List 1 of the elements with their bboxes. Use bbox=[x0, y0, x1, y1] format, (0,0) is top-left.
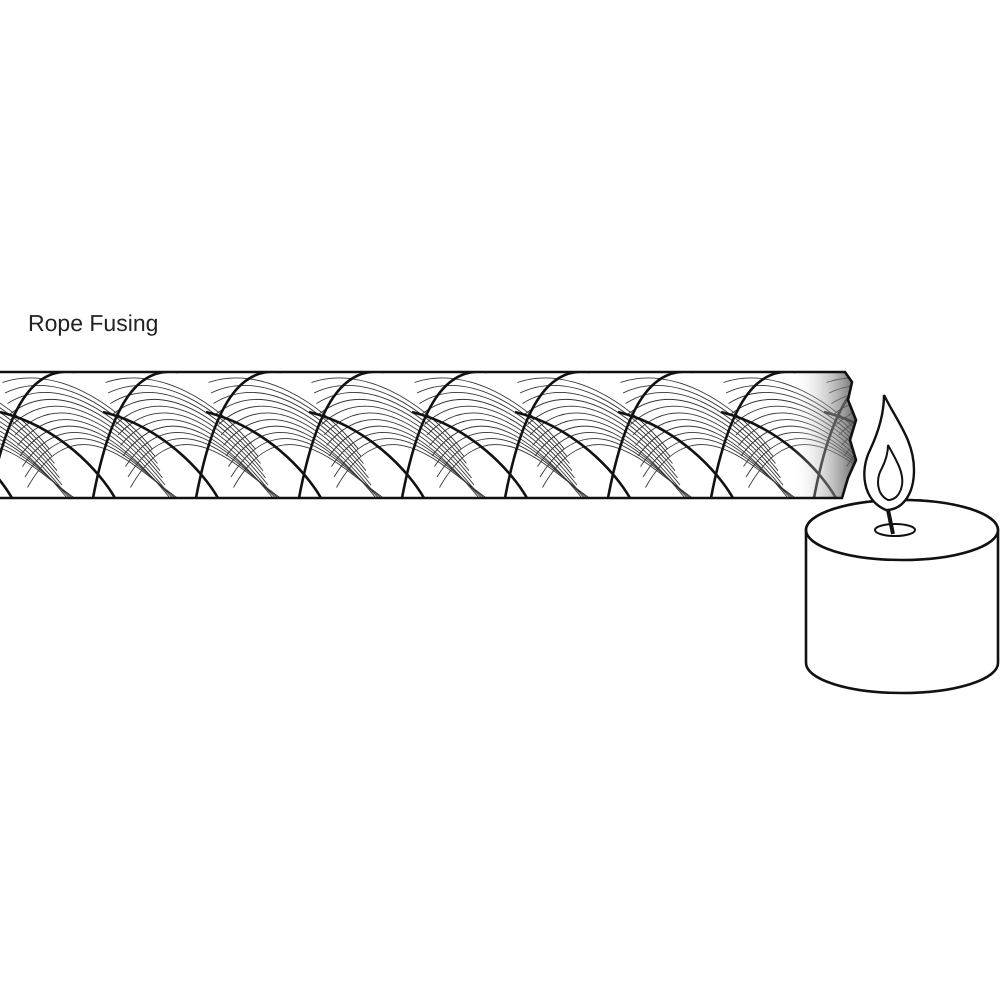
title: Rope Fusing bbox=[28, 310, 158, 337]
